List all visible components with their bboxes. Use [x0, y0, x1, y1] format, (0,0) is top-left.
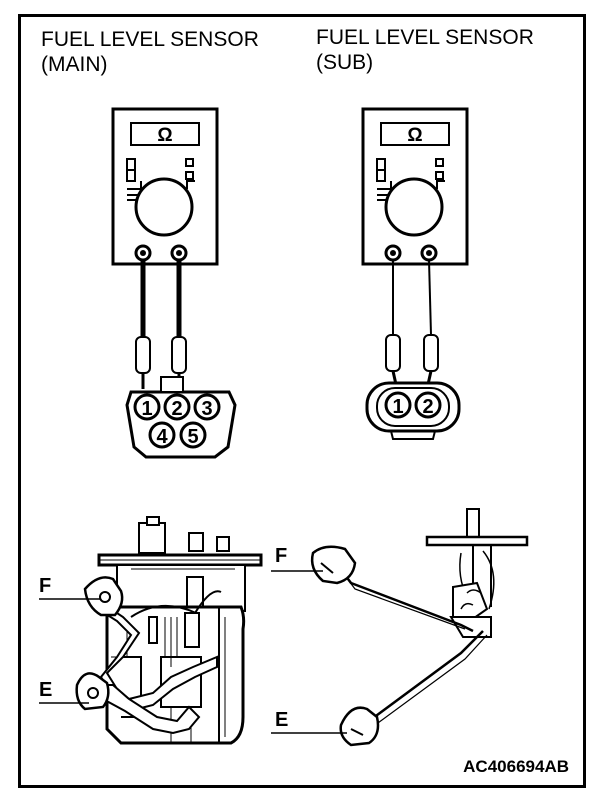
- main-sensor-title: FUEL LEVEL SENSOR (MAIN): [41, 27, 259, 77]
- main-pin-1: 1: [141, 398, 152, 420]
- sub-sensor-title-line1: FUEL LEVEL SENSOR: [316, 26, 534, 49]
- sub-pin-2: 2: [422, 396, 433, 418]
- meter-symbol-sub: Ω: [407, 125, 422, 146]
- fuel-sender-sub: [332, 508, 529, 732]
- sub-sensor-title: FUEL LEVEL SENSOR (SUB): [316, 25, 534, 75]
- connector-sub: 1 2: [365, 381, 461, 440]
- float-e-main: [75, 672, 110, 711]
- float-f-sub: [310, 545, 357, 585]
- callout-f-sub: F: [275, 545, 288, 567]
- callout-f-main: F: [39, 575, 52, 597]
- diagram-svg: Ω: [39, 107, 529, 747]
- main-sensor-title-line2: (MAIN): [41, 53, 108, 76]
- main-pin-2: 2: [171, 398, 182, 420]
- test-leads-main: [135, 260, 187, 389]
- callout-e-sub: E: [275, 709, 289, 731]
- main-pin-4: 4: [156, 426, 168, 448]
- ohmmeter-main: Ω: [111, 107, 219, 266]
- main-pin-5: 5: [187, 426, 198, 448]
- fuel-pump-module-main: [84, 516, 263, 745]
- main-sensor-title-line1: FUEL LEVEL SENSOR: [41, 28, 259, 51]
- meter-symbol-main: Ω: [157, 125, 172, 146]
- float-f-main: [83, 576, 124, 617]
- sub-sensor-title-line2: (SUB): [316, 51, 374, 74]
- main-pin-3: 3: [201, 398, 212, 420]
- connector-main: 1 2 3 4 5: [125, 376, 237, 459]
- float-e-sub: [339, 706, 380, 747]
- callout-e-main: E: [39, 679, 53, 701]
- ohmmeter-sub: Ω: [361, 107, 469, 266]
- test-leads-sub: [385, 259, 439, 390]
- diagram-reference-id: AC406694AB: [463, 757, 569, 776]
- diagram-frame: FUEL LEVEL SENSOR (MAIN) FUEL LEVEL SENS…: [18, 14, 586, 788]
- sub-pin-1: 1: [392, 396, 403, 418]
